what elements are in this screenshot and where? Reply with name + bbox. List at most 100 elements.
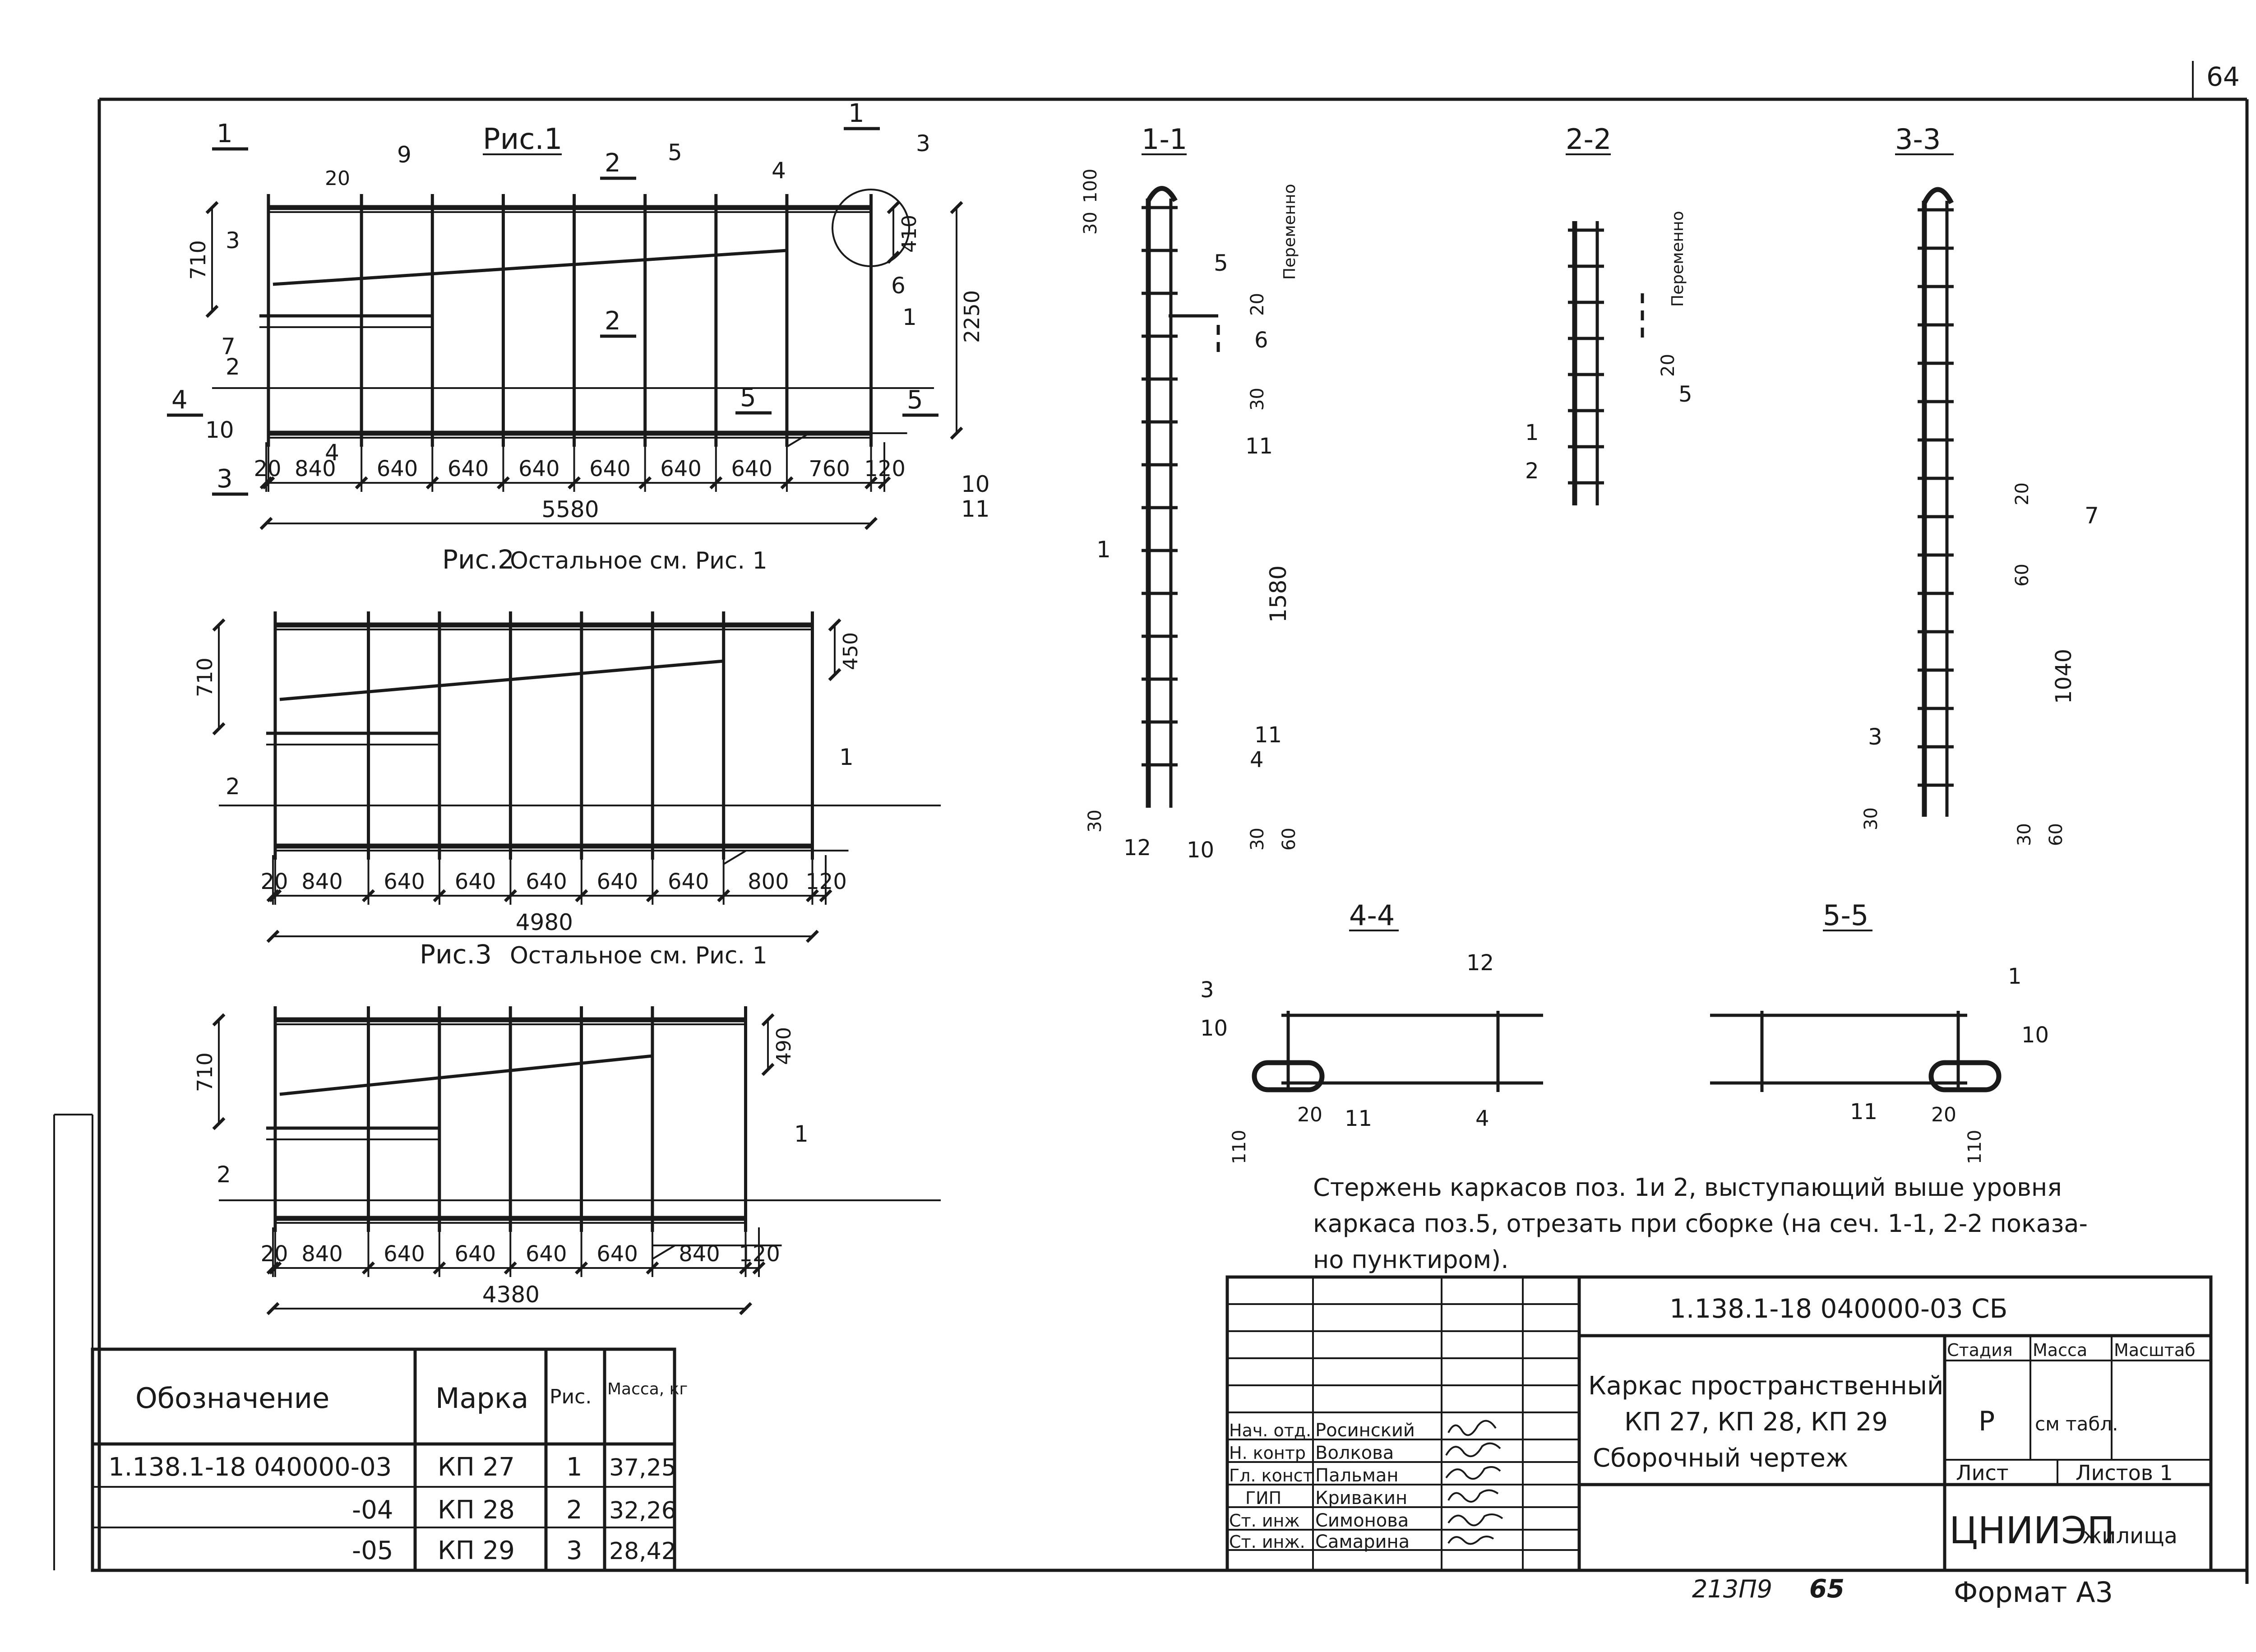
callout-number: 6 [891,273,906,299]
spec-row-3-mark: КП 29 [438,1536,515,1565]
callout-number: 1 [1096,537,1111,563]
callout-number: 12 [1466,950,1494,976]
callout-number: 1 [902,304,917,330]
dim-value: 840 [301,1241,343,1267]
format-label: Формат А3 [1954,1576,2113,1609]
dim-tick [752,1261,766,1275]
dim-value: 640 [448,456,489,481]
figure-note: Остальное см. Рис. 1 [510,547,767,574]
dim-tick [575,889,588,902]
staff-name-3: Пальман [1315,1465,1399,1486]
spec-row-1-fig: 1 [566,1453,582,1482]
dim-value: 640 [384,1241,425,1267]
dim-tick [504,1261,517,1275]
dim-value: 20 [1247,293,1268,316]
dim-tick [950,201,963,214]
leader [652,1245,675,1260]
dim-value: 20 [1297,1103,1322,1126]
signature-6 [1447,1536,1494,1545]
org-name: ЦНИИЭП [1949,1509,2115,1552]
callout-number: 1 [794,1121,809,1147]
dim-tick [425,476,439,490]
dim-value: 120 [864,456,906,481]
doc-code: 1.138.1-18 040000-03 СБ [1669,1293,2007,1324]
staff-role-2: Н. контр [1229,1443,1306,1463]
dim-value: 60 [2012,564,2033,587]
dim-tick [362,889,375,902]
callout-number: 7 [221,333,236,360]
dim-value: 30 [1080,212,1101,235]
dim-tick [709,476,723,490]
section-1-1-hook [1146,186,1178,202]
dim-tick [739,1261,752,1275]
section-5-5-loop [1928,1060,2002,1092]
sloped-rod [273,249,787,286]
dim-tick [433,1261,446,1275]
dim-value: 20 [325,167,350,190]
dim-value: 640 [731,456,772,481]
staff-name-1: Росинский [1315,1420,1415,1441]
callout-number: 10 [1187,838,1214,863]
archive-code: 213П9 [1692,1575,1772,1603]
figure-title: Рис.1 [483,123,562,156]
callout-number: 11 [961,496,990,522]
vdim-value: 2250 [960,290,984,343]
staff-role-3: Гл. конст [1229,1466,1313,1485]
callout-number: 5 [1214,250,1228,276]
leader [723,850,747,865]
dim-value: 30 [1247,388,1268,411]
staff-name-4: Кривакин [1315,1488,1407,1509]
dim-tick [950,426,963,440]
dim-tick [266,930,280,943]
callout-number: 7 [2085,503,2099,529]
spec-row-2-fig: 2 [566,1495,582,1525]
dim-value: 30 [2014,823,2035,846]
spec-row-2-mark: КП 28 [438,1495,515,1525]
vdim-value: 450 [839,632,862,670]
scale-header: Масштаб [2114,1340,2196,1360]
callout-number: 11 [1254,722,1282,748]
spec-header-mark: Марка [435,1382,528,1415]
callout-number: 4 [1250,747,1264,773]
dim-tick [646,1261,659,1275]
dim-value: 800 [748,869,789,894]
mass-header: Масса [2033,1340,2087,1360]
section-mark: 1 [217,119,233,148]
signature-4 [1447,1489,1499,1503]
dim-value: 30 [1247,828,1268,851]
dim-value: 640 [518,456,560,481]
section-title: 4-4 [1349,899,1395,932]
figure-title: Рис.3 [420,939,492,970]
dim-value: 840 [295,456,336,481]
spec-row-2-mass: 32,26 [609,1497,676,1524]
dim-value: 640 [660,456,702,481]
dim-tick [212,618,226,632]
dim-tick [266,1302,280,1315]
callout-number: 2 [1525,458,1539,484]
section-title: 3-3 [1895,123,1941,156]
org-suffix: жилища [2082,1523,2177,1549]
staff-role-1: Нач. отд. [1229,1421,1311,1440]
sloped-rod [279,659,724,701]
callout-number: 12 [1123,835,1151,861]
leader [786,432,810,448]
section-title: 2-2 [1566,123,1611,156]
callout-number: 10 [961,471,990,497]
spec-header-fig: Рис. [550,1385,592,1408]
dim-value: 60 [1279,828,1299,851]
section-title: 1-1 [1142,123,1187,156]
dim-label: Переменно [1281,184,1299,280]
assembly-note: Стержень каркасов поз. 1и 2, выступающий… [1313,1173,2088,1274]
dim-value: 840 [301,869,343,894]
signature-3 [1445,1466,1501,1480]
mass-value: см табл. [2035,1413,2118,1435]
staff-role-4: ГИП [1245,1488,1281,1508]
page-number: 64 [2206,61,2240,92]
dim-value: 100 [1080,169,1101,203]
spec-table: Обозначение Марка Рис. Масса, кг 1.138.1… [91,1347,688,1572]
vdim-value: 490 [772,1027,795,1065]
dim-value: 1580 [1265,565,1291,623]
section-3-3-hook [1922,187,1954,204]
